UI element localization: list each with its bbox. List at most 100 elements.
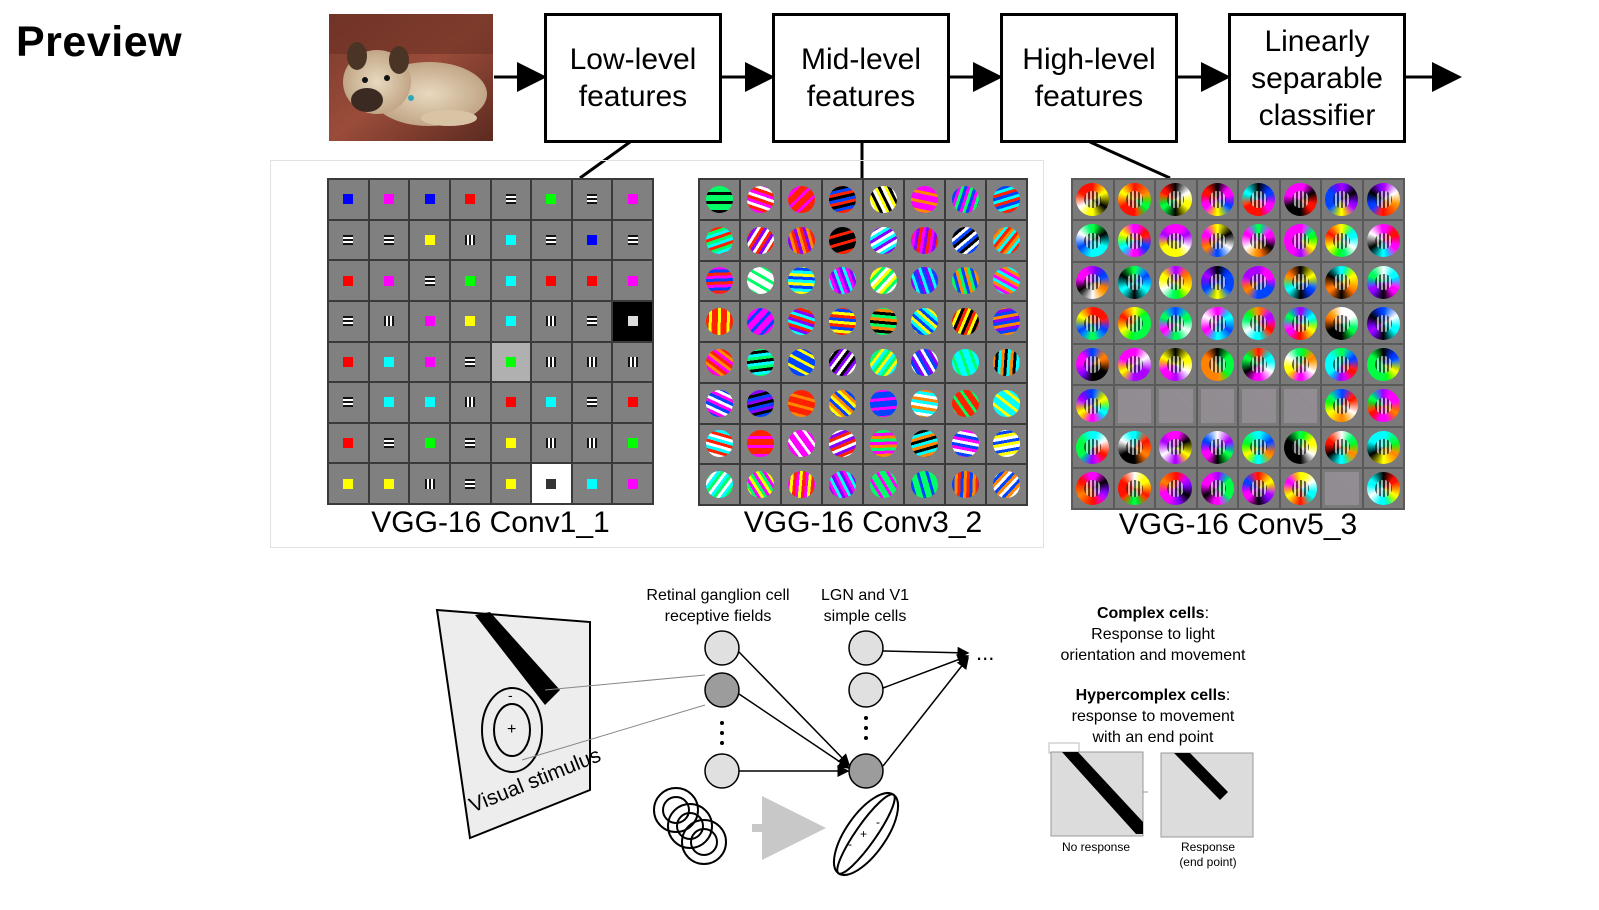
- conv3-filter-cell: [987, 261, 1026, 301]
- filter-panel-frame: [270, 160, 1044, 548]
- conv3-filter-cell: [782, 343, 821, 382]
- conv1-filter-cell: [410, 383, 449, 422]
- conv5-filter-cell: [1239, 386, 1279, 426]
- input-image-dog: [329, 14, 493, 141]
- conv3-filter-cell: [905, 261, 944, 301]
- conv3-filter-cell: [741, 383, 780, 423]
- conv3-filter-cell: [864, 383, 903, 423]
- conv1-filter-cell: [410, 261, 449, 300]
- lgn-v1-label: LGN and V1 simple cells: [820, 587, 910, 625]
- conv1-filter-cell: [491, 464, 531, 503]
- conv5-filter-cell: [1073, 468, 1113, 508]
- conv5-filter-grid: [1071, 178, 1405, 510]
- conv3-filter-cell: [782, 383, 821, 423]
- conv3-filter-cell: [782, 424, 821, 464]
- conv5-filter-cell: [1280, 180, 1320, 220]
- conv5-filter-cell: [1363, 303, 1403, 343]
- conv1-filter-cell: [572, 301, 612, 341]
- conv1-filter-cell: [572, 180, 612, 219]
- conv3-filter-cell: [741, 302, 780, 341]
- conv1-filter-cell: [613, 301, 652, 341]
- conv3-filter-cell: [823, 343, 862, 382]
- conv1-filter-cell: [613, 464, 652, 503]
- conv3-filter-cell: [905, 465, 944, 504]
- conv3-filter-cell: [782, 302, 821, 341]
- conv5-filter-cell: [1156, 180, 1196, 220]
- conv3-filter-cell: [864, 302, 903, 341]
- conv5-filter-cell: [1114, 386, 1154, 426]
- conv5-filter-cell: [1114, 427, 1154, 467]
- conv1-filter-cell: [329, 423, 368, 463]
- conv1-filter-cell: [532, 464, 571, 503]
- conv3-filter-cell: [864, 343, 903, 382]
- conv3-filter-cell: [823, 220, 862, 260]
- conv3-filter-grid: [698, 178, 1028, 506]
- conv1-filter-cell: [532, 220, 571, 260]
- conv5-filter-cell: [1197, 427, 1237, 467]
- conv5-filter-cell: [1073, 386, 1113, 426]
- conv5-filter-cell: [1073, 262, 1113, 302]
- conv3-filter-cell: [823, 383, 862, 423]
- conv5-filter-cell: [1322, 345, 1362, 385]
- conv5-filter-cell: [1280, 262, 1320, 302]
- conv1-filter-cell: [410, 342, 449, 382]
- conv1-filter-cell: [532, 301, 571, 341]
- conv3-filter-cell: [700, 424, 739, 464]
- conv5-filter-cell: [1114, 221, 1154, 261]
- conv1-filter-cell: [450, 423, 490, 463]
- conv1-filter-cell: [572, 464, 612, 503]
- conv1-filter-cell: [369, 301, 409, 341]
- conv5-filter-cell: [1073, 303, 1113, 343]
- conv1-filter-cell: [410, 180, 449, 219]
- simple-cell-plus-sign: +: [860, 827, 867, 841]
- conv3-filter-cell: [987, 383, 1026, 423]
- conv3-filter-cell: [864, 180, 903, 219]
- conv5-filter-cell: [1239, 180, 1279, 220]
- conv5-filter-cell: [1363, 468, 1403, 508]
- conv5-filter-cell: [1114, 303, 1154, 343]
- conv3-filter-cell: [700, 261, 739, 301]
- conv1-filter-cell: [613, 342, 652, 382]
- conv1-filter-cell: [329, 261, 368, 300]
- conv3-filter-cell: [700, 302, 739, 341]
- conv5-filter-cell: [1322, 303, 1362, 343]
- conv1-filter-cell: [613, 423, 652, 463]
- conv5-filter-cell: [1239, 468, 1279, 508]
- conv3-filter-cell: [741, 465, 780, 504]
- conv5-filter-cell: [1156, 427, 1196, 467]
- response-caption: Response (end point): [1179, 840, 1237, 869]
- conv3-filter-cell: [700, 465, 739, 504]
- complex-cells-desc: Response to light orientation and moveme…: [1060, 626, 1246, 664]
- conv5-filter-cell: [1363, 262, 1403, 302]
- conv1-filter-cell: [410, 301, 449, 341]
- conv5-filter-cell: [1197, 303, 1237, 343]
- center-plus-sign: +: [507, 721, 516, 738]
- conv3-filter-cell: [741, 180, 780, 219]
- conv5-caption: VGG-16 Conv5_3: [1118, 508, 1358, 541]
- conv3-filter-cell: [741, 261, 780, 301]
- conv5-filter-cell: [1073, 345, 1113, 385]
- conv1-filter-cell: [369, 464, 409, 503]
- conv5-filter-cell: [1156, 262, 1196, 302]
- conv5-filter-cell: [1363, 386, 1403, 426]
- conv1-filter-cell: [369, 342, 409, 382]
- conv1-filter-cell: [491, 301, 531, 341]
- conv3-filter-cell: [741, 343, 780, 382]
- conv3-filter-cell: [782, 220, 821, 260]
- conv1-filter-cell: [572, 261, 612, 300]
- surround-minus-sign: -: [508, 687, 513, 703]
- conv3-filter-cell: [905, 383, 944, 423]
- conv1-filter-cell: [532, 423, 571, 463]
- conv5-filter-cell: [1114, 180, 1154, 220]
- conv1-filter-cell: [491, 342, 531, 382]
- conv3-filter-cell: [823, 465, 862, 504]
- conv3-filter-cell: [700, 383, 739, 423]
- conv5-filter-cell: [1239, 303, 1279, 343]
- conv5-filter-cell: [1156, 221, 1196, 261]
- conv1-filter-cell: [491, 220, 531, 260]
- conv5-filter-cell: [1197, 345, 1237, 385]
- conv5-filter-cell: [1322, 427, 1362, 467]
- conv5-filter-cell: [1073, 221, 1113, 261]
- no-response-box: [1048, 742, 1148, 837]
- conv3-filter-cell: [700, 343, 739, 382]
